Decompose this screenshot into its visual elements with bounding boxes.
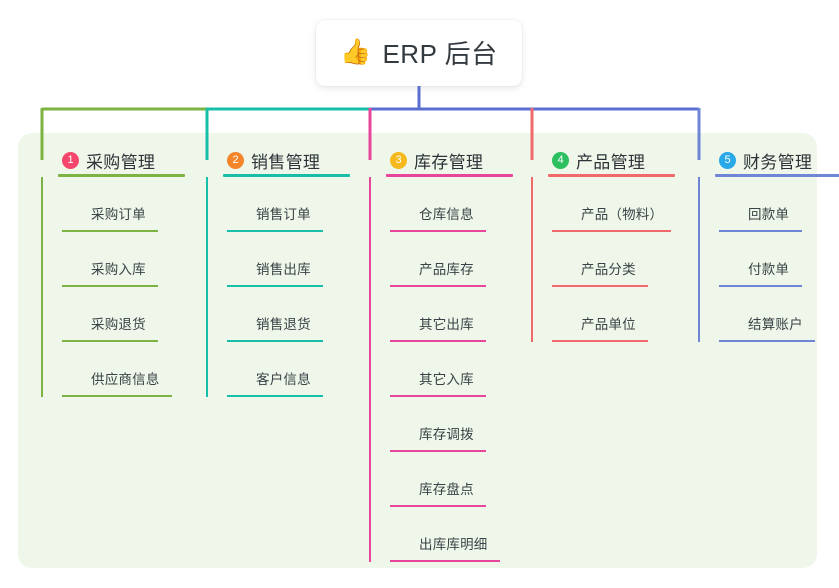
branch-column-sales: 2 销售管理销售订单销售出库销售退货客户信息 xyxy=(205,143,350,397)
branch-header-label: 销售管理 xyxy=(251,152,321,172)
branch-item-label: 产品单位 xyxy=(581,317,636,332)
number-badge-icon: 2 xyxy=(227,151,244,169)
branch-item-label: 采购退货 xyxy=(91,317,146,332)
branch-item-label: 付款单 xyxy=(748,262,790,277)
branch-item-rule xyxy=(390,395,486,397)
branch-header-product[interactable]: 4 产品管理 xyxy=(530,143,675,177)
branch-header-inventory[interactable]: 3 库存管理 xyxy=(368,143,513,177)
branch-item-label: 库存盘点 xyxy=(419,482,474,497)
root-node-content: 👍 ERP 后台 xyxy=(340,34,497,71)
number-badge-icon: 5 xyxy=(719,151,736,169)
branch-header-purchasing[interactable]: 1 采购管理 xyxy=(40,143,185,177)
branch-item[interactable]: 回款单 xyxy=(719,177,812,232)
branch-item-label: 销售出库 xyxy=(256,262,311,277)
branch-item-label: 其它出库 xyxy=(419,317,474,332)
root-title: ERP 后台 xyxy=(382,38,498,69)
branch-item[interactable]: 采购入库 xyxy=(62,232,158,287)
branch-item-list: 产品（物料） 产品分类产品单位 xyxy=(530,177,671,342)
branch-item-rule xyxy=(62,395,172,397)
branch-item-label: 采购订单 xyxy=(91,207,146,222)
diagram-panel xyxy=(18,133,817,568)
branch-header-rule xyxy=(548,174,675,177)
branch-item[interactable]: 产品分类 xyxy=(552,232,648,287)
branch-item-rule xyxy=(62,340,158,342)
branch-item[interactable]: 销售出库 xyxy=(227,232,323,287)
branch-column-purchasing: 1 采购管理采购订单采购入库采购退货供应商信息 xyxy=(40,143,185,397)
branch-item-label: 回款单 xyxy=(748,207,790,222)
branch-item-label: 仓库信息 xyxy=(419,207,474,222)
branch-item-label: 销售退货 xyxy=(256,317,311,332)
branch-item-rule xyxy=(227,230,323,232)
branch-item-label: 销售订单 xyxy=(256,207,311,222)
branch-header-label: 财务管理 xyxy=(743,152,813,172)
branch-header-rule xyxy=(715,174,839,177)
branch-item-rule xyxy=(227,395,323,397)
branch-header-rule xyxy=(386,174,513,177)
branch-item[interactable]: 库存盘点 xyxy=(390,452,486,507)
branch-item-label: 出库库明细 xyxy=(419,537,488,552)
branch-item[interactable]: 销售订单 xyxy=(227,177,323,232)
branch-item[interactable]: 采购订单 xyxy=(62,177,158,232)
root-node-card[interactable]: 👍 ERP 后台 xyxy=(316,20,522,86)
branch-item-rule xyxy=(390,560,500,562)
branch-item-rule xyxy=(390,340,486,342)
branch-item-label: 其它入库 xyxy=(419,372,474,387)
branch-header-label: 产品管理 xyxy=(576,152,646,172)
branch-item-rule xyxy=(552,340,648,342)
branch-item[interactable]: 供应商信息 xyxy=(62,342,172,397)
branch-item[interactable]: 付款单 xyxy=(719,232,812,287)
branch-item-rule xyxy=(390,230,486,232)
branch-item-label: 产品分类 xyxy=(581,262,636,277)
branch-item-rule xyxy=(227,285,323,287)
branch-item[interactable]: 仓库信息 xyxy=(390,177,486,232)
branch-item-rule xyxy=(390,505,486,507)
branch-item[interactable]: 出库库明细 xyxy=(390,507,500,562)
number-badge-icon: 3 xyxy=(390,151,407,169)
branch-item[interactable]: 采购退货 xyxy=(62,287,158,342)
number-badge-icon: 4 xyxy=(552,151,569,169)
branch-item-list: 仓库信息产品库存其它出库其它入库库存调拨库存盘点出库库明细 xyxy=(368,177,500,562)
branch-header-finance[interactable]: 5 财务管理 xyxy=(697,143,839,177)
branch-item-label: 采购入库 xyxy=(91,262,146,277)
branch-item-rule xyxy=(552,285,648,287)
branch-item-list: 回款单付款单结算账户 xyxy=(697,177,815,342)
thumbs-up-icon: 👍 xyxy=(340,37,372,66)
branch-header-sales[interactable]: 2 销售管理 xyxy=(205,143,350,177)
branch-item-label: 产品（物料） xyxy=(581,207,664,222)
branch-item-rule xyxy=(390,450,486,452)
branch-item-rule xyxy=(227,340,323,342)
branch-item-rule xyxy=(719,285,802,287)
branch-item[interactable]: 库存调拨 xyxy=(390,397,486,452)
branch-item-rule xyxy=(62,285,158,287)
branch-header-label: 库存管理 xyxy=(414,152,484,172)
branch-column-inventory: 3 库存管理仓库信息产品库存其它出库其它入库库存调拨库存盘点出库库明细 xyxy=(368,143,513,562)
branch-item[interactable]: 产品（物料） xyxy=(552,177,671,232)
branch-item[interactable]: 其它入库 xyxy=(390,342,486,397)
branch-column-product: 4 产品管理产品（物料） 产品分类产品单位 xyxy=(530,143,675,342)
branch-item-label: 结算账户 xyxy=(748,317,803,332)
branch-item-label: 供应商信息 xyxy=(91,372,160,387)
branch-item-list: 销售订单销售出库销售退货客户信息 xyxy=(205,177,323,397)
branch-item-rule xyxy=(390,285,486,287)
number-badge-icon: 1 xyxy=(62,151,79,169)
branch-item-rule xyxy=(552,230,671,232)
branch-item[interactable]: 其它出库 xyxy=(390,287,486,342)
branch-column-finance: 5 财务管理回款单付款单结算账户 xyxy=(697,143,839,342)
branch-header-label: 采购管理 xyxy=(86,152,156,172)
branch-item[interactable]: 客户信息 xyxy=(227,342,323,397)
branch-item[interactable]: 产品库存 xyxy=(390,232,486,287)
branch-header-rule xyxy=(223,174,350,177)
branch-item-rule xyxy=(62,230,158,232)
branch-item[interactable]: 销售退货 xyxy=(227,287,323,342)
branch-item-label: 产品库存 xyxy=(419,262,474,277)
branch-item-rule xyxy=(719,340,815,342)
branch-item-rule xyxy=(719,230,802,232)
branch-header-rule xyxy=(58,174,185,177)
branch-item[interactable]: 结算账户 xyxy=(719,287,815,342)
branch-item-list: 采购订单采购入库采购退货供应商信息 xyxy=(40,177,172,397)
branch-item-label: 库存调拨 xyxy=(419,427,474,442)
branch-item-label: 客户信息 xyxy=(256,372,311,387)
branch-item[interactable]: 产品单位 xyxy=(552,287,648,342)
